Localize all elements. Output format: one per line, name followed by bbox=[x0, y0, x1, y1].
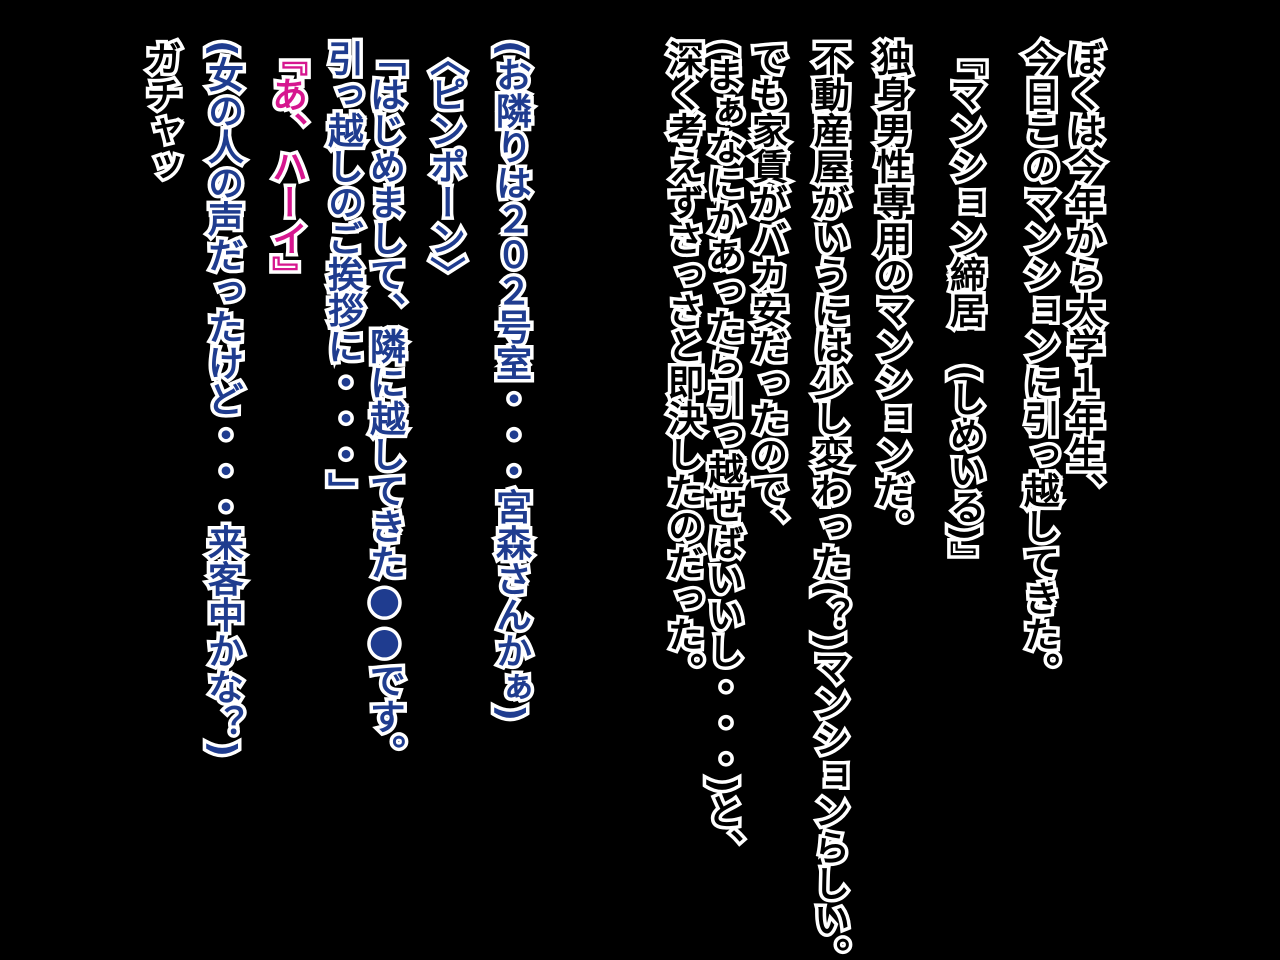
narration-line: 不動産屋がいうには少し変わった(？)マンションらしい。 bbox=[805, 37, 853, 960]
narration-line: 『マンション締居 (しめいる)』 bbox=[941, 37, 989, 581]
narration-line: (まぁなにかあったら引っ越せばいいし・・・)と、 bbox=[699, 37, 747, 869]
thought-line: (お隣りは２０２号室・・・宮森さんかぁ) bbox=[487, 37, 535, 725]
narration-line: でも家賃がバカ安だったので、 bbox=[743, 37, 791, 548]
speech-line: 『あ、ハーイ』 bbox=[263, 37, 311, 296]
sound-effect-line: 〈ピンポーン〉 bbox=[421, 37, 469, 296]
sound-effect-line: ガチャッ bbox=[137, 37, 185, 188]
speech-line: 「はじめまして、隣に越してきた●●です。 bbox=[361, 37, 409, 774]
narration-line: 今日このマンションに引っ越してきた。 bbox=[1015, 37, 1063, 692]
speech-line: 引っ越しのご挨拶に・・・」 bbox=[319, 37, 367, 512]
narration-line: ぼくは今年から大学１年生、 bbox=[1059, 37, 1107, 512]
narration-line: 深く考えずさっさと即決したのだった。 bbox=[659, 37, 707, 692]
narration-line: 独身男性専用のマンションだ。 bbox=[867, 37, 915, 548]
thought-line: (女の人の声だったけど・・・来客中かな？) bbox=[199, 37, 247, 761]
